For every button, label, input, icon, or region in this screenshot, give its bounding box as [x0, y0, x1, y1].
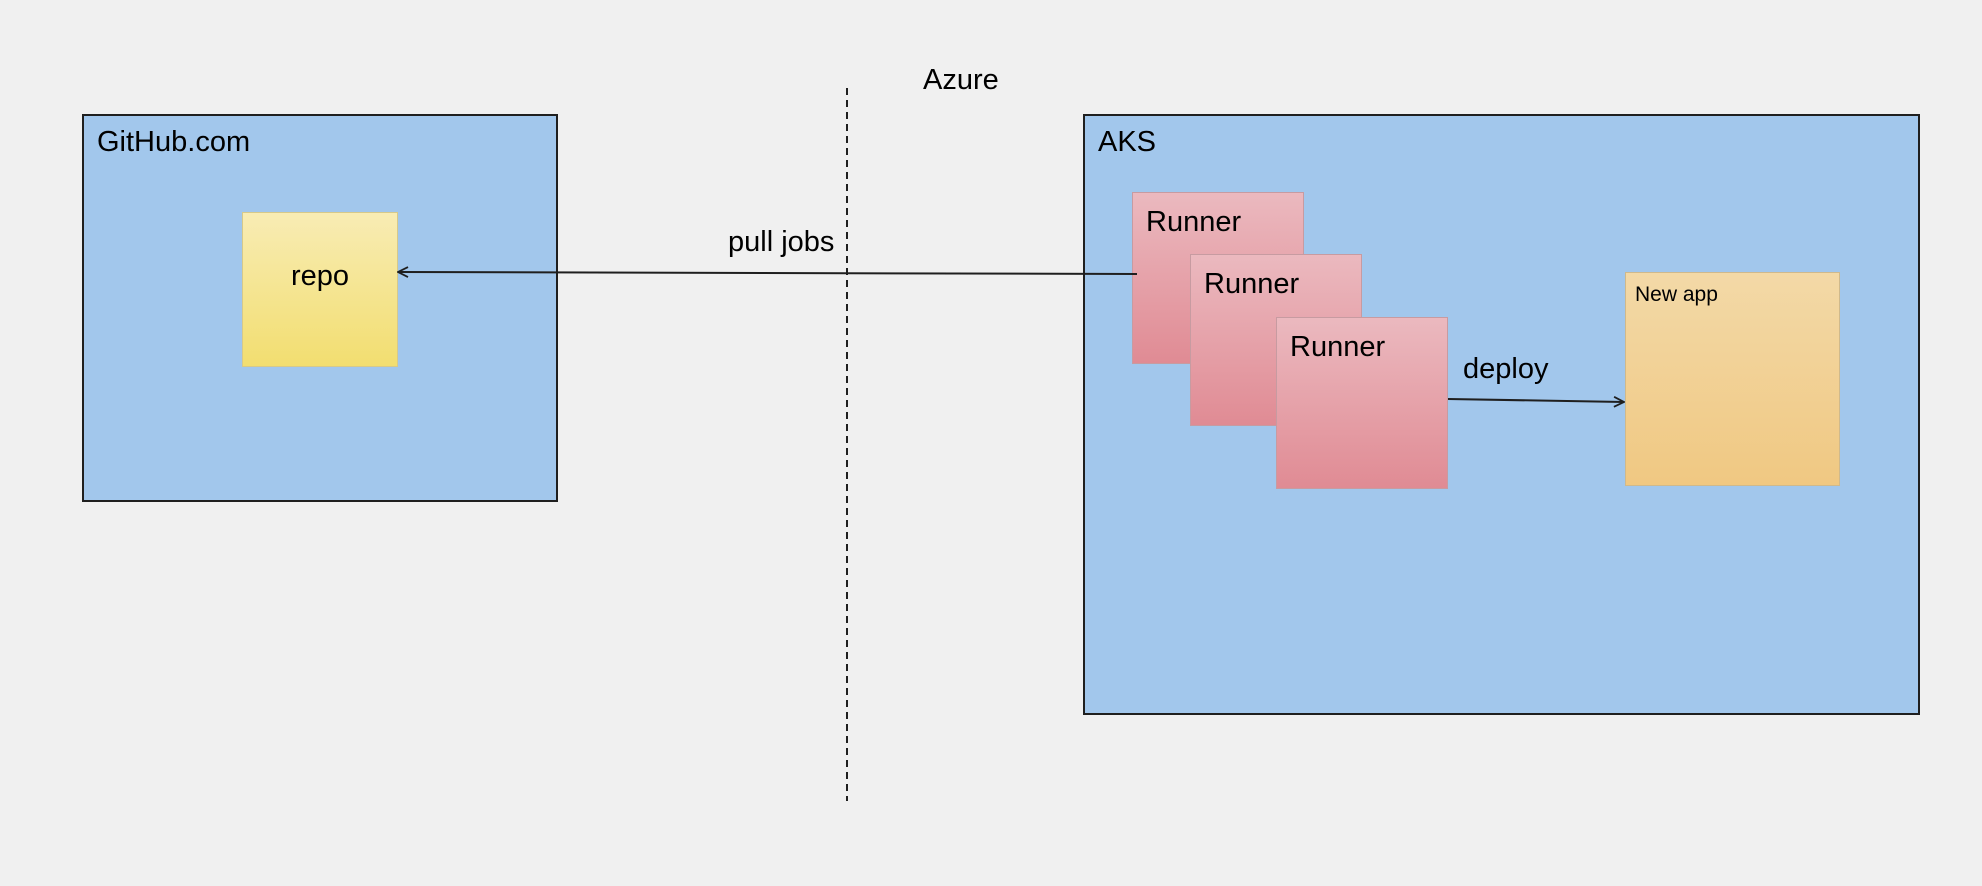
- aks-zone-label: AKS: [1098, 126, 1157, 158]
- new-app-node-label: New app: [1635, 283, 1718, 306]
- repo-node: repo: [242, 212, 398, 367]
- github-zone-label: GitHub.com: [97, 126, 251, 158]
- runner-node: Runner: [1276, 317, 1448, 489]
- repo-node-label: repo: [290, 260, 350, 292]
- pull-jobs-edge-label: pull jobs: [728, 226, 835, 258]
- runner-node-label: Runner: [1290, 331, 1386, 363]
- deploy-edge-label: deploy: [1463, 353, 1549, 385]
- new-app-node: New app: [1625, 272, 1840, 486]
- runner-node-label: Runner: [1146, 206, 1242, 238]
- runner-node-label: Runner: [1204, 268, 1300, 300]
- azure-region-label: Azure: [923, 64, 999, 96]
